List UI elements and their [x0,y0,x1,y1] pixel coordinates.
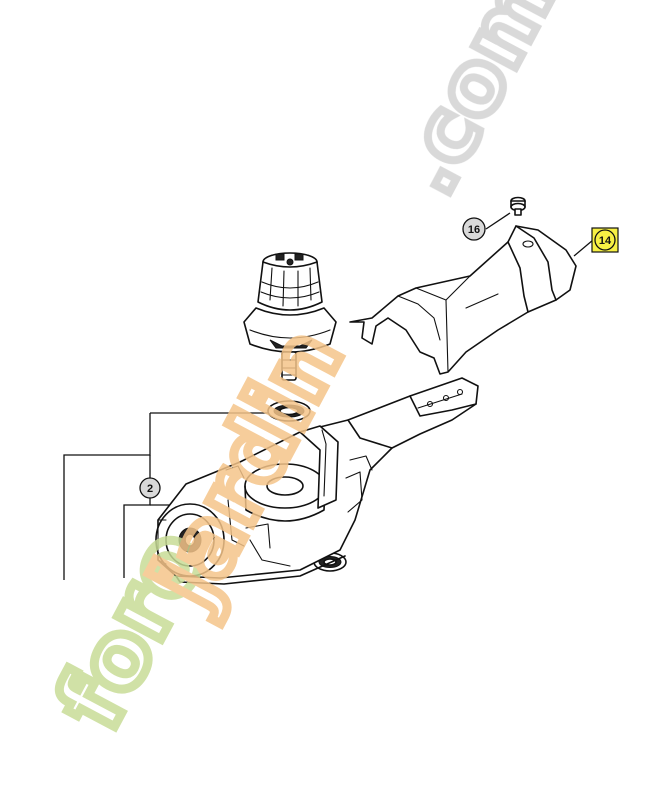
handle-cover [349,225,577,375]
callout-14-leader [573,239,594,257]
watermark-text-end: .com [375,0,572,210]
callout-14[interactable]: 14 [591,227,619,253]
housing-shell [155,377,479,585]
callout-14-number: 14 [599,235,612,247]
screw [510,196,526,216]
motor-assembly [243,252,337,381]
callout-16-number: 16 [468,224,480,236]
callout-16-leader [485,212,511,230]
callout-16[interactable]: 16 [462,217,486,241]
bearing-upper [267,400,311,422]
callout-2[interactable]: 2 [139,477,161,499]
callout-2-number: 2 [147,483,153,495]
watermark: foro jardin .com [32,0,576,750]
